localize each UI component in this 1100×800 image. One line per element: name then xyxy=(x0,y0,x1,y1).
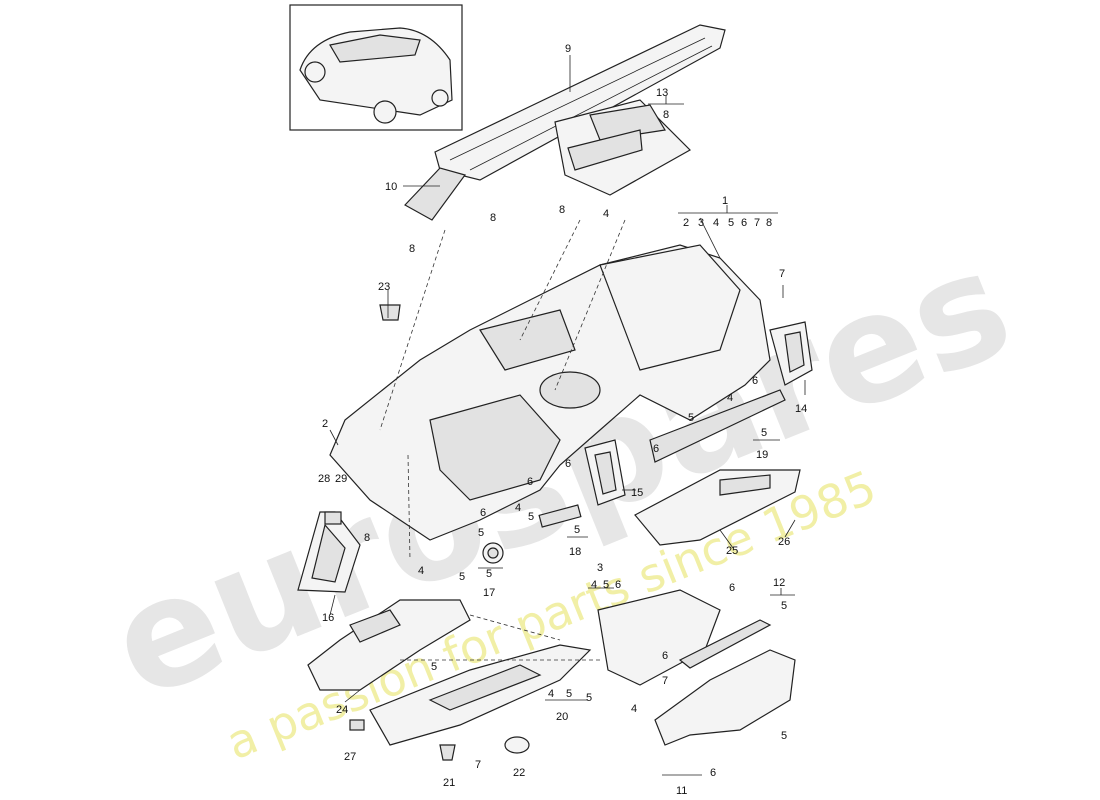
callout-3-sub-4: 4 xyxy=(591,579,597,591)
part-25-lower-panel xyxy=(634,469,801,546)
callout-18: 18 xyxy=(569,546,581,558)
callout-7-c: 7 xyxy=(475,759,481,771)
callout-4-d: 4 xyxy=(418,565,424,577)
callout-13-sub: 8 xyxy=(663,109,669,121)
callout-6-c: 6 xyxy=(565,458,571,470)
callout-5-g: 5 xyxy=(781,730,787,742)
part-10-side-panel xyxy=(404,167,466,221)
part-24-knee-panel xyxy=(307,599,471,691)
callout-2: 2 xyxy=(322,418,328,430)
callout-3-sub-6: 6 xyxy=(615,579,621,591)
callout-5-d: 5 xyxy=(459,571,465,583)
callout-27: 27 xyxy=(344,751,356,763)
callout-4-e: 4 xyxy=(631,703,637,715)
callout-6-f: 6 xyxy=(729,582,735,594)
callout-4-b: 4 xyxy=(727,392,733,404)
callout-1-sub-5: 5 xyxy=(728,217,734,229)
part-14-right-vent xyxy=(769,321,813,386)
callout-26: 26 xyxy=(778,536,790,548)
callout-23: 23 xyxy=(378,281,390,293)
callout-brackets xyxy=(478,96,795,776)
callout-5-f: 5 xyxy=(586,692,592,704)
part-15-center-vent xyxy=(584,439,626,506)
callout-24: 24 xyxy=(336,704,348,716)
callout-1-sub-4: 4 xyxy=(713,217,719,229)
callout-5-c: 5 xyxy=(478,527,484,539)
callout-20: 20 xyxy=(556,711,568,723)
callout-17-sub: 5 xyxy=(486,568,492,580)
callout-4-a: 4 xyxy=(603,208,609,220)
callout-20-sub-5: 5 xyxy=(566,688,572,700)
callout-3-sub-5: 5 xyxy=(603,579,609,591)
callout-15: 15 xyxy=(631,487,643,499)
callout-6-d: 6 xyxy=(527,476,533,488)
callout-21: 21 xyxy=(443,777,455,789)
callout-1-sub-3: 3 xyxy=(698,217,704,229)
callout-20-sub-4: 4 xyxy=(548,688,554,700)
callout-3: 3 xyxy=(597,562,603,574)
callout-5-e: 5 xyxy=(431,661,437,673)
callout-6-e: 6 xyxy=(480,507,486,519)
vehicle-thumbnail xyxy=(289,4,463,131)
callout-8-d: 8 xyxy=(364,532,370,544)
callout-17: 17 xyxy=(483,587,495,599)
part-19-trim-rail xyxy=(649,389,786,463)
callout-29: 29 xyxy=(335,473,347,485)
callout-1-sub-6: 6 xyxy=(741,217,747,229)
callout-8-a: 8 xyxy=(490,212,496,224)
callout-22: 22 xyxy=(513,767,525,779)
callout-16: 16 xyxy=(322,612,334,624)
part-20-lower-cover xyxy=(369,644,592,746)
callout-4-c: 4 xyxy=(515,502,521,514)
callout-12-sub: 5 xyxy=(781,600,787,612)
callout-1-sub-2: 2 xyxy=(683,217,689,229)
callout-6-a: 6 xyxy=(752,375,758,387)
callout-18-sub: 5 xyxy=(574,524,580,536)
callout-7-b: 7 xyxy=(662,675,668,687)
part-9-upper-trim xyxy=(434,24,726,181)
callout-1: 1 xyxy=(722,195,728,207)
callout-labels: 9 10 13 8 1 2 3 4 5 6 7 8 8 8 8 4 7 23 2… xyxy=(318,43,807,797)
callout-5-b: 5 xyxy=(528,511,534,523)
callout-19: 19 xyxy=(756,449,768,461)
small-parts xyxy=(324,304,582,761)
callout-8-b: 8 xyxy=(559,204,565,216)
callout-6-g: 6 xyxy=(662,650,668,662)
part-13-vent-cover xyxy=(554,99,691,196)
callout-1-sub-8: 8 xyxy=(766,217,772,229)
callout-25: 25 xyxy=(726,545,738,557)
callout-7-a: 7 xyxy=(779,268,785,280)
part-1-dashboard xyxy=(329,244,771,541)
callout-10: 10 xyxy=(385,181,397,193)
part-12-trim-strip xyxy=(678,619,772,669)
callout-28: 28 xyxy=(318,473,330,485)
callout-1-sub-7: 7 xyxy=(754,217,760,229)
callout-5-a: 5 xyxy=(688,412,694,424)
part-11-lower-shroud xyxy=(654,649,796,746)
callout-6-h: 6 xyxy=(710,767,716,779)
callout-6-b: 6 xyxy=(653,443,659,455)
callout-19-sub: 5 xyxy=(761,427,767,439)
callout-11: 11 xyxy=(676,785,687,797)
part-16-end-cap xyxy=(297,511,361,593)
callout-9: 9 xyxy=(565,43,571,55)
leader-lines xyxy=(329,55,806,703)
callout-13: 13 xyxy=(656,87,668,99)
callout-8-c: 8 xyxy=(409,243,415,255)
callout-14: 14 xyxy=(795,403,807,415)
callout-12: 12 xyxy=(773,577,785,589)
